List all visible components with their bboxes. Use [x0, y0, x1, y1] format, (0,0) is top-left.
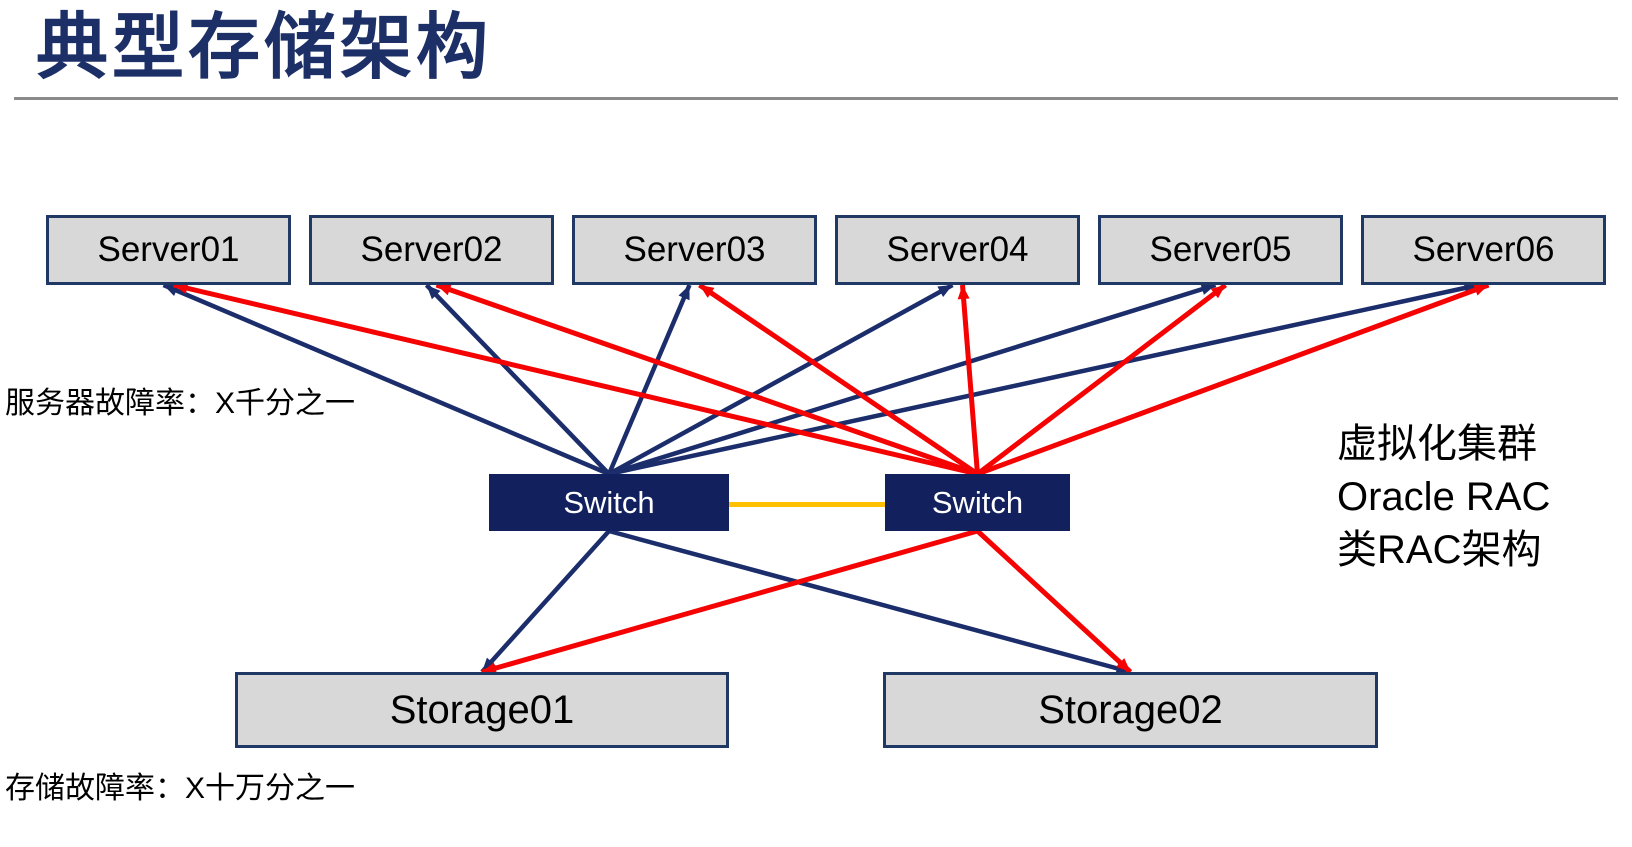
server-node-6: Server06	[1361, 215, 1606, 285]
arrowhead	[937, 285, 953, 298]
connection-switch-b-storage-2	[975, 529, 1133, 674]
connection-server-4-switch-b	[960, 284, 980, 475]
arrowhead	[1116, 658, 1131, 672]
arrowhead	[1473, 284, 1489, 296]
connection-server-3-switch-a	[606, 284, 692, 475]
connection-server-1-switch-b	[172, 282, 979, 477]
server-label: Server02	[360, 230, 503, 269]
page-title: 典型存储架构	[36, 8, 493, 88]
storage-failure-rate-label: 存储故障率：X十万分之一	[5, 772, 356, 805]
connection-server-4-switch-a	[607, 283, 954, 476]
connection-switch-a-storage-1	[480, 529, 611, 674]
server-label: Server04	[886, 230, 1029, 269]
connection-server-2-switch-b	[435, 282, 979, 477]
server-node-5: Server05	[1098, 215, 1343, 285]
switch-node-1: Switch	[489, 474, 729, 531]
connection-server-2-switch-a	[424, 283, 611, 476]
arrowhead	[957, 285, 970, 300]
arrowhead	[678, 285, 690, 301]
arrowhead	[482, 662, 498, 674]
connection-switch-b-storage-1	[481, 528, 979, 675]
switch-label: Switch	[563, 484, 655, 520]
arrowhead	[426, 285, 441, 300]
arrowhead	[436, 283, 452, 296]
server-failure-rate-label: 服务器故障率：X千分之一	[5, 387, 356, 420]
connection-server-5-switch-a	[608, 282, 1217, 477]
connection-server-6-switch-b	[976, 282, 1490, 477]
title-divider	[14, 97, 1618, 100]
annotation-line-1: 虚拟化集群	[1337, 422, 1537, 466]
connection-server-1-switch-a	[162, 282, 610, 477]
arrowhead	[173, 282, 189, 295]
server-label: Server05	[1149, 230, 1292, 269]
storage-node-1: Storage01	[235, 672, 729, 748]
connection-server-6-switch-a	[608, 282, 1479, 477]
cluster-annotation: 虚拟化集群 Oracle RAC 类RAC架构	[1337, 418, 1550, 577]
server-label: Server03	[623, 230, 766, 269]
server-label: Server01	[97, 230, 240, 269]
server-node-1: Server01	[46, 215, 291, 285]
connection-server-3-switch-b	[698, 282, 979, 477]
connection-server-5-switch-b	[975, 283, 1228, 476]
server-node-4: Server04	[835, 215, 1080, 285]
server-node-2: Server02	[309, 215, 554, 285]
storage-label: Storage02	[1038, 687, 1223, 732]
annotation-line-2: Oracle RAC	[1337, 475, 1551, 519]
arrowhead	[699, 285, 715, 298]
arrowhead	[482, 657, 496, 672]
annotation-line-3: 类RAC架构	[1337, 528, 1542, 572]
switch-label: Switch	[931, 484, 1024, 520]
storage-label: Storage01	[389, 687, 575, 732]
arrowhead	[1200, 283, 1216, 295]
server-label: Server06	[1412, 230, 1555, 269]
arrowhead	[1210, 285, 1226, 299]
server-node-3: Server03	[572, 215, 817, 285]
storage-node-2: Storage02	[883, 672, 1378, 748]
switch-node-2: Switch	[885, 474, 1070, 531]
connection-switch-a-storage-2	[608, 528, 1132, 675]
